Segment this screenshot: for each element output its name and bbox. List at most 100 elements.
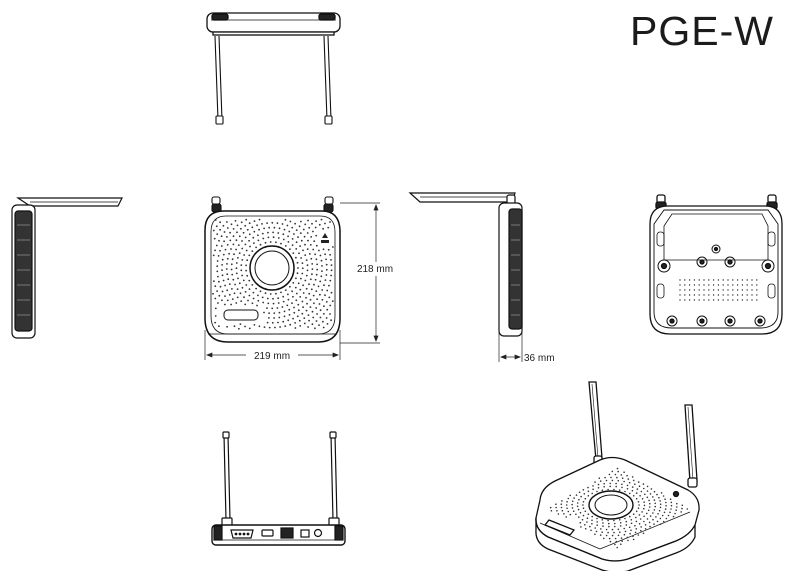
vent-dot: [617, 528, 620, 531]
vent-dot: [248, 294, 251, 297]
vent-dot: [224, 295, 226, 297]
vent-dot: [308, 226, 311, 229]
vent-dot: [646, 512, 648, 515]
vent-dot: [284, 289, 287, 291]
vent-dot: [283, 310, 286, 313]
vent-dot: [653, 523, 655, 525]
vent-dot: [578, 498, 580, 501]
vent-dot: [226, 227, 229, 229]
vent-dot: [655, 516, 657, 518]
vent-dot: [266, 321, 269, 324]
vent-dot: [325, 301, 328, 303]
vent-dot: [244, 236, 247, 239]
vent-dot: [221, 258, 224, 261]
vent-dot: [300, 257, 302, 259]
vent-dot: [643, 520, 645, 523]
vent-dot: [215, 244, 218, 247]
vent-dot: [607, 488, 609, 491]
vent-dot: [301, 272, 304, 275]
vent-dot: [264, 241, 267, 244]
vent-dot: [309, 306, 312, 308]
height-label: 218 mm: [357, 264, 393, 275]
vent-dot: [256, 304, 258, 307]
vent-dot: [305, 309, 308, 312]
vent-dot: [717, 279, 720, 281]
vent-dot: [213, 237, 216, 240]
vent-dot: [605, 528, 608, 531]
vent-dot: [248, 279, 251, 282]
vent-dot: [611, 479, 614, 482]
vent-dot: [684, 289, 686, 291]
vent-dot: [278, 316, 281, 319]
vent-dot: [291, 302, 293, 304]
vent-dot: [232, 243, 235, 246]
left-side-view: [11, 197, 123, 339]
vent-dot: [608, 525, 610, 528]
vent-dot: [326, 289, 329, 292]
vent-dot: [214, 315, 217, 317]
vent-dot: [722, 279, 724, 281]
vent-dot: [316, 298, 318, 300]
vent-dot: [269, 241, 272, 243]
vent-dot: [599, 534, 602, 536]
vent-dot: [302, 228, 305, 231]
vent-dot: [652, 496, 654, 498]
vent-dot: [620, 537, 623, 539]
vent-dot: [637, 507, 640, 510]
vent-dot: [287, 241, 290, 243]
vent-dot: [693, 279, 696, 281]
vent-dot: [315, 244, 318, 247]
vent-dot: [330, 291, 333, 294]
vent-dot: [239, 323, 242, 325]
vent-dot: [613, 488, 615, 491]
power-port-icon: [313, 528, 323, 538]
vent-dot: [235, 239, 238, 242]
vent-dot: [221, 290, 224, 293]
vent-dot: [287, 235, 289, 238]
vent-dot: [295, 256, 297, 259]
vent-dot: [746, 294, 748, 296]
vent-dot: [670, 501, 673, 504]
vent-dot: [295, 229, 298, 232]
vent-dot: [294, 222, 296, 225]
vent-dot: [241, 286, 244, 289]
vent-dot: [307, 219, 309, 222]
vent-dot: [643, 501, 645, 503]
vent-dot: [303, 317, 306, 319]
vent-dot: [288, 308, 291, 311]
vent-dot: [693, 299, 696, 301]
vent-dot: [643, 507, 645, 510]
vent-dot: [646, 490, 649, 492]
vent-dot: [658, 496, 660, 499]
vent-dot: [316, 263, 318, 266]
vent-dot: [613, 531, 615, 534]
vent-dot: [257, 239, 260, 242]
vent-dot: [243, 254, 246, 256]
vent-dot: [626, 536, 629, 539]
vent-dot: [680, 511, 682, 513]
vent-dot: [608, 522, 610, 525]
vent-dot: [602, 522, 604, 524]
antenna-right: [323, 35, 333, 125]
vent-dot: [621, 477, 624, 480]
vent-dot: [231, 258, 234, 261]
vent-dot: [216, 290, 219, 292]
vent-dot: [619, 522, 622, 524]
vent-dot: [267, 236, 270, 239]
vent-dot: [272, 297, 274, 300]
vent-dot: [251, 302, 254, 305]
isometric-view: [535, 381, 700, 571]
vent-dot: [299, 325, 302, 327]
vent-dot: [304, 223, 307, 226]
vent-dot: [252, 291, 255, 294]
vent-dot: [312, 316, 315, 319]
vent-dot: [605, 534, 608, 537]
vent-dot: [223, 231, 226, 233]
vent-dot: [261, 223, 263, 225]
vent-dot: [244, 303, 247, 306]
vent-dot: [299, 232, 302, 235]
vent-dot: [648, 506, 651, 508]
vent-dot: [616, 546, 618, 549]
vent-dot: [634, 531, 637, 534]
vent-dot: [258, 228, 260, 231]
